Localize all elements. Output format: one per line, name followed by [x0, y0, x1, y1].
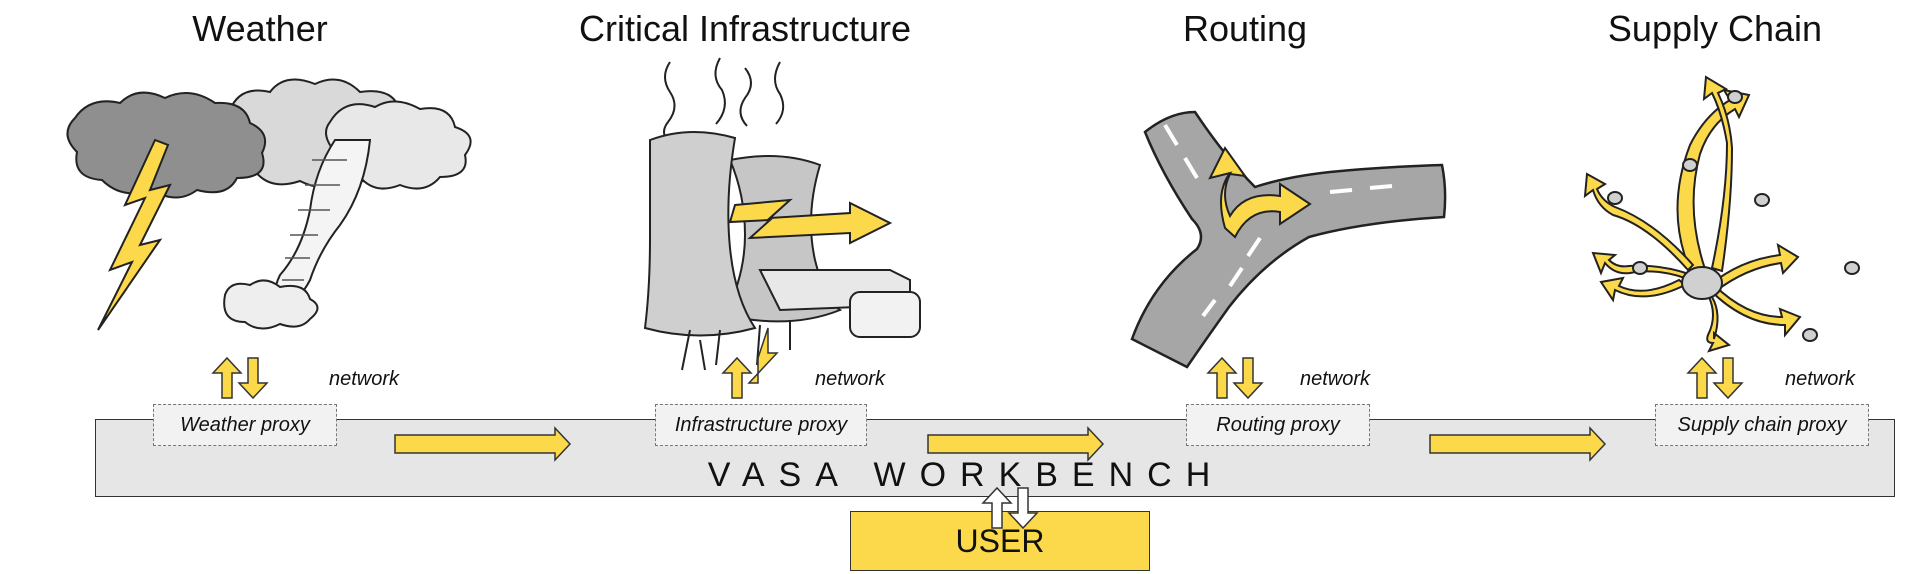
title-routing: Routing: [1182, 8, 1308, 49]
routing-proxy: Routing proxy: [1186, 404, 1370, 446]
infrastructure-arrow: [728, 198, 893, 245]
supply-network-icon: [1583, 75, 1860, 353]
infrastructure-proxy: Infrastructure proxy: [655, 404, 867, 446]
updown-arrows-supply-chain: [1686, 356, 1744, 400]
workbench-label: VASA WORKBENCH: [707, 456, 1225, 494]
flow-arrow-2: [927, 426, 1105, 462]
tornado-icon: [223, 139, 372, 330]
updown-arrows-weather: [211, 356, 269, 400]
power-plant-icon: [643, 57, 921, 371]
network-label-supply-chain: network: [1785, 368, 1856, 390]
title-critical-infrastructure: Critical Infrastructure: [578, 8, 912, 49]
updown-arrows-routing: [1206, 356, 1264, 400]
network-label-weather: network: [329, 368, 400, 390]
network-label-infrastructure: network: [815, 368, 886, 390]
weather-proxy: Weather proxy: [153, 404, 337, 446]
flow-arrow-3: [1429, 426, 1607, 462]
title-supply-chain: Supply Chain: [1607, 8, 1823, 49]
flow-arrow-1: [394, 426, 572, 462]
title-weather: Weather: [192, 8, 328, 49]
network-label-routing: network: [1300, 368, 1371, 390]
supply-chain-proxy: Supply chain proxy: [1655, 404, 1869, 446]
routing-arrows: [1208, 146, 1312, 239]
network-arrows: [211, 327, 1744, 400]
lightning-icon: [97, 138, 172, 331]
updown-arrows-infrastructure: [721, 327, 779, 399]
